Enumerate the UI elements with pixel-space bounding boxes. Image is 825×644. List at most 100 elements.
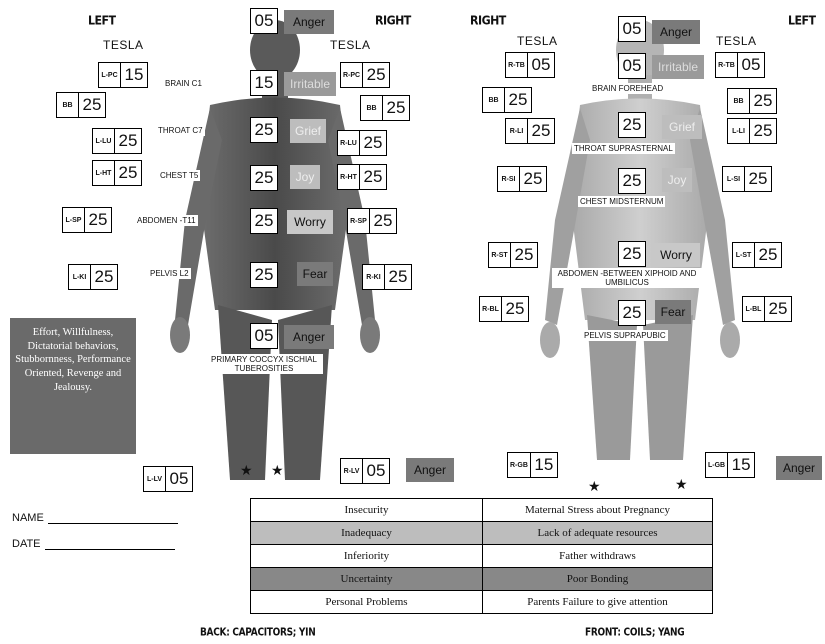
front-brain-label: BRAIN FOREHEAD	[590, 83, 665, 94]
meridian-value: 25	[750, 119, 776, 143]
meridian-value: 05	[528, 53, 554, 77]
name-input-line[interactable]	[48, 514, 178, 524]
meridian-value: 25	[383, 96, 409, 120]
front-abdomen-label: ABDOMEN -BETWEEN XIPHOID AND UMBILICUS	[552, 268, 702, 288]
meridian-box: L-LV 05	[143, 466, 193, 492]
meridian-box: L-HT 25	[92, 160, 142, 186]
front-footer: FRONT: COILS; YANG	[585, 627, 684, 639]
back-pelvis-label: PELVIS L2	[148, 268, 191, 279]
meridian-box: BB 25	[727, 88, 777, 114]
back-emotion-label: Joy	[290, 165, 320, 189]
meridian-code: L-GB	[706, 453, 728, 477]
front-emotion-label: Worry	[652, 243, 700, 267]
front-chest-label: CHEST MIDSTERNUM	[578, 196, 665, 207]
back-lv-emotion-label: Anger	[406, 458, 454, 482]
meridian-box: R-LU 25	[337, 130, 387, 156]
meridian-box: L-KI 25	[68, 264, 118, 290]
table-cell-left: Inadequacy	[251, 522, 483, 545]
meridian-box: L-LU 25	[92, 128, 142, 154]
meridian-code: BB	[57, 93, 79, 117]
table-cell-left: Personal Problems	[251, 591, 483, 614]
name-field[interactable]: NAME	[12, 512, 178, 524]
back-footer: BACK: CAPACITORS; YIN	[200, 627, 315, 639]
meridian-code: L-LU	[93, 129, 115, 153]
meridian-box: R-KI 25	[362, 264, 412, 290]
meridian-code: R-LV	[341, 459, 363, 483]
meridian-box: L-ST 25	[732, 242, 782, 268]
meridian-code: L-KI	[69, 265, 91, 289]
table-cell-left: Inferiority	[251, 545, 483, 568]
meridian-box: R-TB 05	[715, 52, 765, 78]
meridian-value: 25	[755, 243, 781, 267]
tesla-label-front-right: TESLA	[716, 34, 757, 48]
back-center-num: 25	[250, 117, 278, 143]
front-emotion-label: Fear	[655, 300, 691, 324]
meridian-value: 15	[531, 453, 557, 477]
meridian-code: R-KI	[363, 265, 385, 289]
table-row: Inferiority Father withdraws	[251, 545, 713, 568]
meridian-value: 25	[385, 265, 411, 289]
meridian-code: L-LI	[728, 119, 750, 143]
meridian-code: R-HT	[338, 165, 360, 189]
meridian-box: R-SI 25	[497, 166, 547, 192]
back-center-num: 15	[250, 70, 278, 96]
meridian-code: R-GB	[508, 453, 531, 477]
star-icon: ★	[588, 478, 601, 495]
meridian-value: 25	[520, 167, 546, 191]
meridian-box: BB 25	[56, 92, 106, 118]
front-gb-emotion-label: Anger	[776, 456, 822, 480]
meridian-box: L-SP 25	[62, 207, 112, 233]
meridian-box: R-PC 25	[340, 62, 390, 88]
table-row: Insecurity Maternal Stress about Pregnan…	[251, 499, 713, 522]
back-right-header: RIGHT	[375, 13, 411, 28]
meridian-code: BB	[361, 96, 383, 120]
meridian-code: L-SP	[63, 208, 85, 232]
star-icon: ★	[240, 462, 253, 479]
back-emotion-label: Irritable	[284, 72, 336, 96]
meridian-value: 25	[79, 93, 105, 117]
back-emotion-label: Fear	[297, 262, 333, 286]
back-center-num: 05	[250, 8, 278, 34]
meridian-value: 25	[370, 209, 396, 233]
meridian-code: R-SI	[498, 167, 520, 191]
emotion-traits-note: Effort, Willfulness, Dictatorial behavio…	[10, 318, 136, 454]
meridian-box: R-GB 15	[507, 452, 558, 478]
meridian-box: R-HT 25	[337, 164, 387, 190]
meridian-value: 05	[363, 459, 389, 483]
meridian-code: L-HT	[93, 161, 115, 185]
back-brain-label: BRAIN C1	[163, 78, 204, 89]
front-center-num: 25	[618, 241, 646, 267]
back-chest-label: CHEST T5	[158, 170, 200, 181]
tesla-label-back-left: TESLA	[103, 38, 144, 52]
back-throat-label: THROAT C7	[156, 125, 205, 136]
front-emotion-label: Irritable	[652, 55, 704, 79]
back-center-num: 05	[250, 323, 278, 349]
tesla-label-front-left: TESLA	[517, 34, 558, 48]
meridian-code: R-ST	[489, 243, 511, 267]
meridian-box: R-BL 25	[479, 296, 529, 322]
meridian-value: 25	[502, 297, 528, 321]
table-cell-right: Maternal Stress about Pregnancy	[483, 499, 713, 522]
back-emotion-label: Grief	[290, 119, 326, 143]
meridian-value: 25	[750, 89, 776, 113]
meridian-box: R-ST 25	[488, 242, 538, 268]
meridian-value: 25	[765, 297, 791, 321]
meridian-box: BB 25	[360, 95, 410, 121]
back-emotion-label: Anger	[284, 325, 334, 349]
meridian-box: L-SI 25	[722, 166, 772, 192]
meridian-value: 25	[360, 165, 386, 189]
date-label: DATE	[12, 538, 41, 550]
meridian-code: R-BL	[480, 297, 502, 321]
table-row: Personal Problems Parents Failure to giv…	[251, 591, 713, 614]
meridian-value: 25	[505, 88, 531, 112]
meridian-value: 25	[115, 161, 141, 185]
back-center-num: 25	[250, 262, 278, 288]
front-emotion-label: Grief	[662, 115, 702, 139]
meridian-value: 25	[363, 63, 389, 87]
date-input-line[interactable]	[45, 540, 175, 550]
date-field[interactable]: DATE	[12, 538, 175, 550]
meridian-box: R-LI 25	[505, 118, 555, 144]
front-throat-label: THROAT SUPRASTERNAL	[572, 143, 675, 154]
issues-table: Insecurity Maternal Stress about Pregnan…	[250, 498, 713, 614]
meridian-value: 25	[511, 243, 537, 267]
